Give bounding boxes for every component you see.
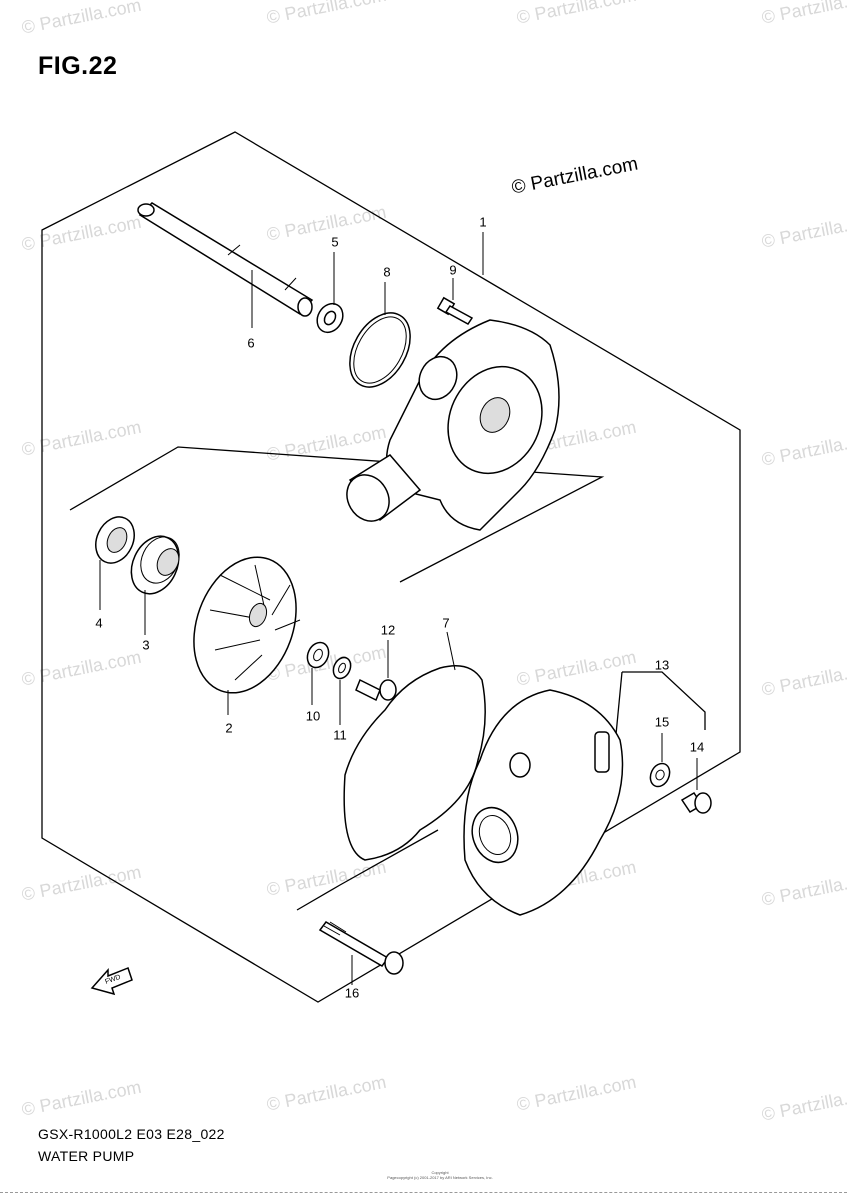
page-divider	[0, 1192, 847, 1193]
callout-16: 16	[344, 985, 360, 1001]
callout-11: 11	[333, 727, 347, 743]
callout-1: 1	[479, 214, 487, 230]
diagram-name: WATER PUMP	[38, 1148, 135, 1164]
mechanical-seal-part-3	[130, 535, 180, 595]
callout-8: 8	[383, 264, 391, 280]
callout-7: 7	[442, 615, 450, 631]
callout-4: 4	[95, 615, 103, 631]
fwd-arrow-icon: FWD	[90, 967, 133, 996]
callout-2: 2	[225, 720, 233, 736]
figure-title: FIG.22	[38, 52, 118, 80]
bolt-part-16	[318, 921, 404, 975]
subgroup-bracket-lower	[296, 829, 439, 911]
assembly-boundary	[41, 131, 741, 1003]
gasket-part-7	[343, 665, 486, 861]
bolt-part-14	[680, 791, 712, 814]
callout-14: 14	[689, 739, 705, 755]
callout-5: 5	[331, 234, 339, 250]
bolt-part-12	[355, 678, 397, 702]
callout-3: 3	[142, 637, 150, 653]
pump-cover-part	[463, 689, 624, 916]
callout-10: 10	[305, 708, 321, 724]
washer-part-11	[332, 656, 352, 680]
pump-housing-part-1	[346, 319, 560, 531]
washer-part-10	[306, 641, 330, 669]
callout-9: 9	[449, 262, 457, 278]
callout-15: 15	[654, 714, 670, 730]
pump-shaft-part	[137, 202, 314, 317]
model-code: GSX-R1000L2 E03 E28_022	[38, 1126, 225, 1142]
seal-part-4	[95, 516, 135, 564]
callout-bracket-13	[622, 671, 706, 730]
o-ring-part-8	[349, 312, 411, 388]
fine-print: Copyright Pagecopyright (c) 2001-2017 by…	[380, 1170, 500, 1180]
callout-12: 12	[380, 622, 396, 638]
leader-lines	[99, 232, 698, 985]
washer-part-15	[649, 762, 671, 788]
fine-print-line-1: Copyright	[431, 1170, 449, 1175]
washer-part-5	[316, 302, 344, 334]
fine-print-line-2: Pagecopyright (c) 2001-2017 by ARI Netwo…	[387, 1175, 493, 1180]
callout-13: 13	[654, 657, 670, 673]
callout-6: 6	[247, 335, 255, 351]
impeller-part-2	[193, 556, 301, 694]
bolt-part-9	[436, 296, 474, 325]
